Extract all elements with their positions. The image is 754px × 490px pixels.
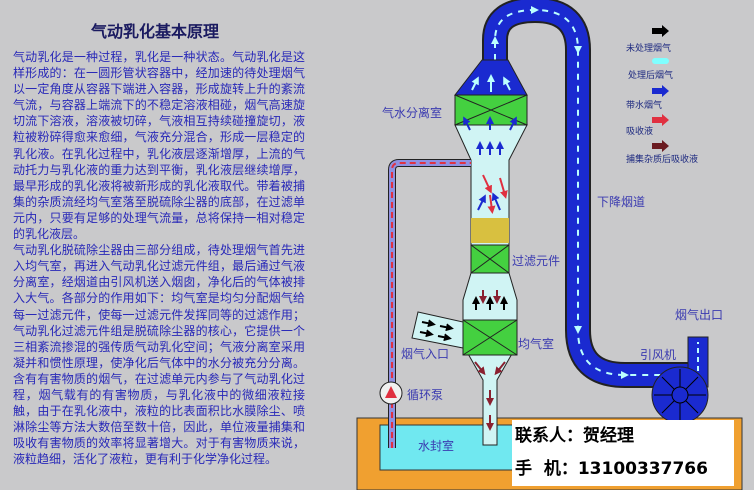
legend-treated-gas: 处理后烟气 (628, 71, 674, 81)
description-text: 气动乳化是一种过程，乳化是一种状态。气动乳化是这样形成的：在一圆形管状容器中，经… (13, 49, 305, 467)
inlet-pipe (411, 311, 464, 349)
contact-phone: 手 机：13100337766 (515, 459, 708, 479)
label-downcomer: 下降烟道 (597, 195, 646, 209)
label-filter: 过滤元件 (512, 254, 561, 268)
legend-wet-gas: 带水烟气 (626, 101, 663, 111)
label-inlet: 烟气入口 (401, 347, 450, 361)
legend-arrows (652, 25, 669, 152)
legend-spent-absorbent: 捕集杂质后吸收液 (626, 155, 699, 165)
recirculation-pipe (388, 159, 471, 448)
paragraph: 气动乳化脱硫除尘器由三部分组成，待处理烟气首先进入均气室，再进入气动乳化过滤元件… (13, 243, 305, 467)
paragraph: 气动乳化是一种过程，乳化是一种状态。气动乳化是这样形成的：在一圆形管状容器中，经… (13, 50, 305, 242)
page-title: 气动乳化基本原理 (90, 22, 219, 41)
exhaust-duct (482, 0, 690, 388)
legend-absorbent: 吸收液 (626, 127, 654, 137)
label-fan: 引风机 (640, 348, 677, 362)
label-water-seal: 水封室 (418, 439, 455, 453)
label-separator: 气水分离室 (382, 106, 443, 120)
label-outlet: 烟气出口 (675, 308, 724, 322)
label-pump: 循环泵 (407, 388, 444, 402)
emulsion-layer (471, 218, 509, 243)
legend-untreated-gas: 未处理烟气 (626, 44, 672, 54)
contact-box: 联系人：贺经理 手 机：13100337766 (512, 420, 734, 486)
column-body (454, 124, 528, 446)
contact-person: 联系人：贺经理 (515, 426, 634, 446)
label-plenum: 均气室 (518, 337, 555, 351)
